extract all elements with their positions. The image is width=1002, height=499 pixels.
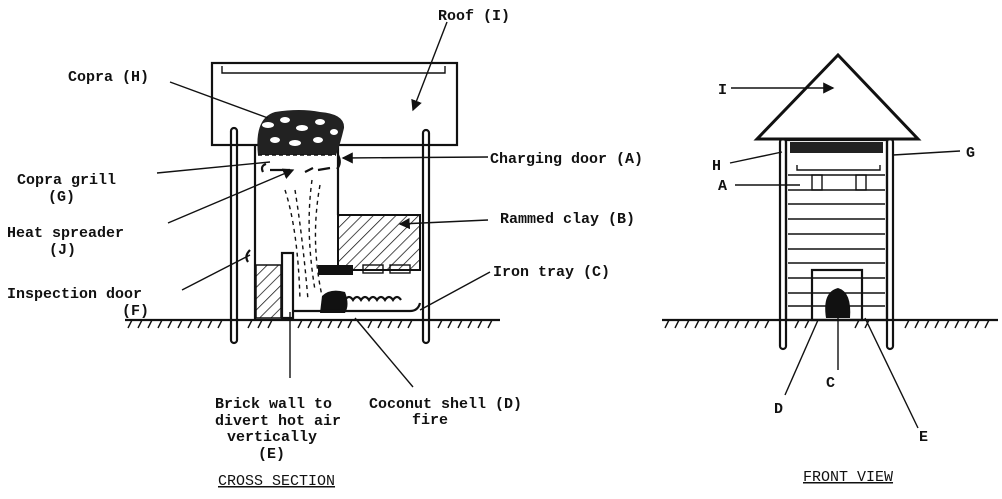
cross-section-drawing xyxy=(125,21,500,388)
front-charging-door-right xyxy=(855,174,867,191)
label-inspection-door: Inspection door xyxy=(7,286,142,303)
clay-base-bar xyxy=(318,265,353,275)
label-heat-spreader: Heat spreader xyxy=(7,225,124,242)
leader-H xyxy=(729,151,783,164)
label-roof: Roof (I) xyxy=(438,8,510,25)
ground-hatching xyxy=(127,319,493,329)
label-coconut-fire-1: Coconut shell (D) xyxy=(369,396,522,413)
iron-tray xyxy=(293,302,422,313)
front-firebox xyxy=(810,268,864,322)
leader-G xyxy=(892,150,961,156)
caption-front-view: FRONT VIEW xyxy=(803,469,893,486)
leader-copra-grill xyxy=(156,161,271,174)
label-front-E: E xyxy=(919,429,928,446)
label-brick-wall-1: Brick wall to xyxy=(215,396,332,413)
label-charging-door: Charging door (A) xyxy=(490,151,643,168)
leader-heat-spreader xyxy=(167,168,295,224)
front-fire xyxy=(825,288,851,318)
caption-cross-section: CROSS SECTION xyxy=(218,473,335,490)
label-iron-tray: Iron tray (C) xyxy=(493,264,610,281)
label-brick-wall-3: vertically xyxy=(227,429,317,446)
right-post xyxy=(421,128,431,345)
label-brick-wall-2: divert hot air xyxy=(215,413,341,430)
leader-E xyxy=(864,317,919,429)
front-grill xyxy=(796,165,881,171)
inspection-door xyxy=(245,249,251,263)
leader-inspection-door xyxy=(181,254,251,291)
label-copra-grill-code: (G) xyxy=(48,189,75,206)
brick-wall xyxy=(280,251,295,320)
leader-charging-door xyxy=(341,152,489,164)
leader-roof xyxy=(411,21,448,112)
leader-D xyxy=(784,319,819,396)
label-rammed-clay: Rammed clay (B) xyxy=(500,211,635,228)
label-brick-wall-code: (E) xyxy=(258,446,285,463)
front-charging-door-left xyxy=(811,174,823,191)
front-view-drawing xyxy=(662,52,998,429)
label-heat-spreader-code: (J) xyxy=(49,242,76,259)
left-clay-block xyxy=(255,264,282,319)
label-front-D: D xyxy=(774,401,783,418)
label-front-G: G xyxy=(966,145,975,162)
left-post xyxy=(229,126,239,345)
label-front-H: H xyxy=(712,158,721,175)
leader-copra xyxy=(169,81,269,119)
heat-spreader xyxy=(260,162,331,173)
copra-pieces xyxy=(262,117,338,146)
label-front-I: I xyxy=(718,82,727,99)
coconut-shells xyxy=(344,295,402,302)
ground-hatching-front xyxy=(664,319,990,329)
leader-rammed-clay xyxy=(398,217,489,230)
leader-iron-tray xyxy=(419,271,491,311)
label-copra-grill: Copra grill xyxy=(17,172,116,189)
front-copra xyxy=(790,142,883,153)
label-copra: Copra (H) xyxy=(68,69,149,86)
label-front-A: A xyxy=(718,178,727,195)
hot-air-flow xyxy=(284,179,323,301)
label-inspection-door-code: (F) xyxy=(122,303,149,320)
charging-door xyxy=(336,154,341,170)
roof-inner-lip xyxy=(221,66,446,74)
front-roof xyxy=(753,52,922,141)
leader-coconut-fire xyxy=(354,317,414,388)
label-coconut-fire-2: fire xyxy=(412,412,448,429)
label-front-C: C xyxy=(826,375,835,392)
front-boards xyxy=(788,174,885,307)
coconut-shell-fire xyxy=(320,290,348,313)
